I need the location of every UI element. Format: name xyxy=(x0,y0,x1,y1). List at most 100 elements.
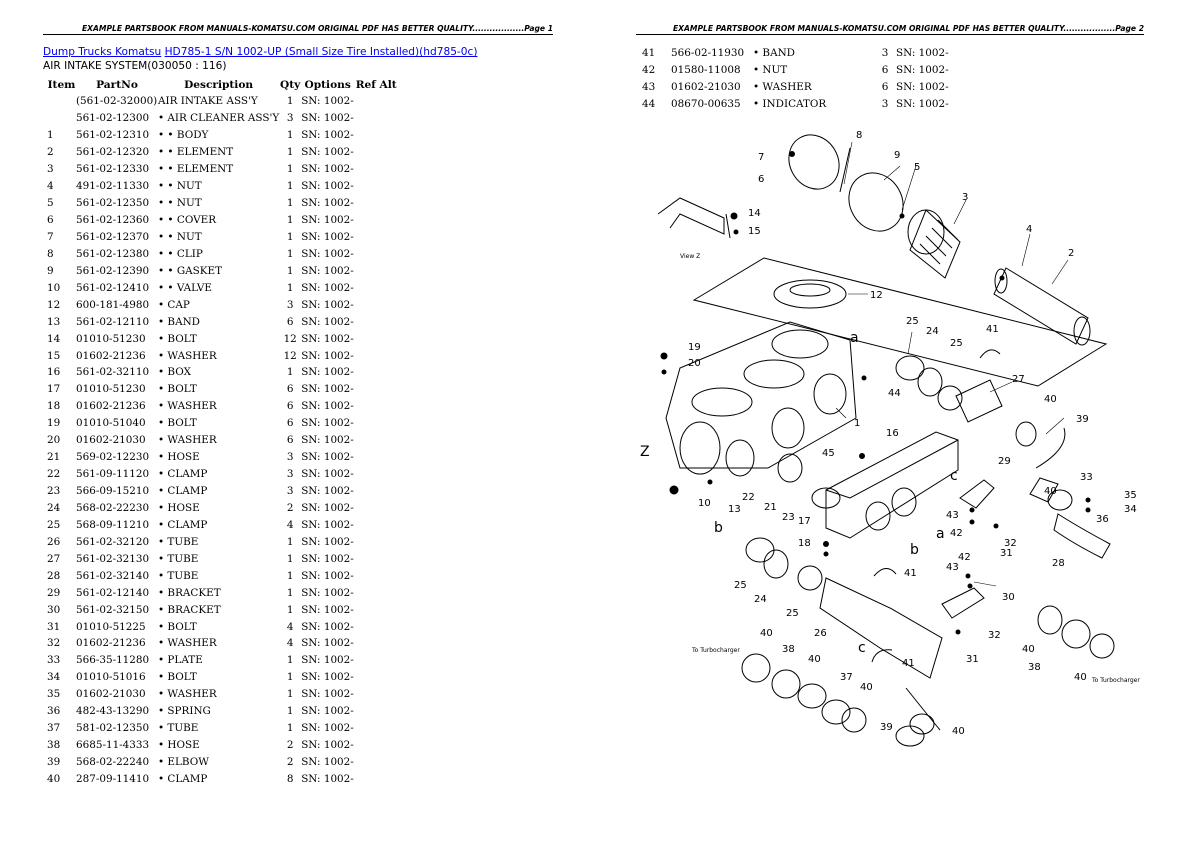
part-number-cell[interactable]: 561-02-32140 xyxy=(76,569,150,582)
breadcrumb-model-link[interactable]: HD785-1 S/N 1002-UP (Small Size Tire Ins… xyxy=(164,46,478,58)
part-number-cell[interactable]: 561-02-32120 xyxy=(76,535,150,548)
part-number-cell[interactable]: 568-02-22240 xyxy=(76,756,150,769)
quantity-cell: 6 xyxy=(881,64,889,77)
description-cell: • PLATE xyxy=(158,654,203,667)
item-number-cell: 1 xyxy=(47,129,54,142)
options-cell: SN: 1002- xyxy=(301,349,354,362)
part-number-cell[interactable]: 581-02-12350 xyxy=(76,722,150,735)
part-number-cell[interactable]: 568-02-22230 xyxy=(76,501,150,514)
item-number-cell: 42 xyxy=(642,64,656,77)
band-part xyxy=(871,649,893,663)
part-number-cell[interactable]: 568-09-11210 xyxy=(76,518,150,531)
part-number-cell[interactable]: 01602-21030 xyxy=(671,81,741,94)
part-number-cell[interactable]: 01010-51016 xyxy=(76,671,146,684)
options-cell: SN: 1002- xyxy=(301,671,354,684)
part-number-cell[interactable]: 569-02-12230 xyxy=(76,451,150,464)
quantity-cell: 1 xyxy=(286,281,294,294)
item-number-cell: 3 xyxy=(47,163,54,176)
part-number-cell[interactable]: 566-35-11280 xyxy=(76,654,150,667)
part-number-cell[interactable]: 01010-51225 xyxy=(76,620,146,633)
ref-alt-cell xyxy=(354,229,398,246)
section-title: AIR INTAKE SYSTEM(030050 : 116) xyxy=(43,60,227,72)
description-cell: • • BODY xyxy=(158,129,209,142)
options-cell: SN: 1002- xyxy=(301,298,354,311)
callout-label: 39 xyxy=(1076,414,1089,425)
part-number-cell[interactable]: 482-43-13290 xyxy=(76,705,150,718)
part-number-cell[interactable]: 01602-21236 xyxy=(76,349,146,362)
part-number-cell[interactable]: 08670-00635 xyxy=(671,98,741,111)
band-part xyxy=(979,349,1001,359)
part-number-cell[interactable]: 491-02-11330 xyxy=(76,180,150,193)
cover-part xyxy=(788,134,840,190)
quantity-cell: 1 xyxy=(286,552,294,565)
options-cell: SN: 1002- xyxy=(301,366,354,379)
part-number-cell[interactable]: 561-02-12310 xyxy=(76,129,150,142)
part-number-cell[interactable]: 561-02-32150 xyxy=(76,603,150,616)
part-number-cell[interactable]: 561-02-12140 xyxy=(76,586,150,599)
part-number-cell[interactable]: 01602-21236 xyxy=(76,400,146,413)
options-cell: SN: 1002- xyxy=(301,705,354,718)
part-number-cell[interactable]: 561-02-12380 xyxy=(76,247,150,260)
part-number-cell[interactable]: 561-02-12300 xyxy=(76,112,150,125)
options-cell: SN: 1002- xyxy=(301,434,354,447)
part-number-cell[interactable]: 01010-51040 xyxy=(76,417,146,430)
page-1: EXAMPLE PARTSBOOK FROM MANUALS-KOMATSU.C… xyxy=(43,24,553,72)
options-cell: SN: 1002- xyxy=(301,129,354,142)
callout-label: 19 xyxy=(688,342,701,353)
hose-part xyxy=(1061,619,1091,649)
quantity-cell: 1 xyxy=(286,535,294,548)
callout-label: 26 xyxy=(814,628,827,639)
part-number-cell[interactable]: 287-09-11410 xyxy=(76,772,150,785)
part-number-cell[interactable]: 01602-21030 xyxy=(76,434,146,447)
description-cell: • BOLT xyxy=(158,620,197,633)
options-cell: SN: 1002- xyxy=(896,47,949,60)
options-cell: SN: 1002- xyxy=(301,383,354,396)
callout-label: 22 xyxy=(742,492,755,503)
part-number-cell[interactable]: 561-09-11120 xyxy=(76,468,150,481)
column-header-partno: PartNo xyxy=(96,78,138,91)
options-cell: SN: 1002- xyxy=(896,81,949,94)
item-number-cell: 32 xyxy=(47,637,61,650)
part-number-cell[interactable]: 561-02-12350 xyxy=(76,197,150,210)
breadcrumb-category-link[interactable]: Dump Trucks Komatsu xyxy=(43,46,162,58)
part-number-cell[interactable]: 561-02-12370 xyxy=(76,230,150,243)
part-number-cell[interactable]: 561-02-12110 xyxy=(76,315,150,328)
item-number-cell: 31 xyxy=(47,620,61,633)
part-number-cell[interactable]: 561-02-12320 xyxy=(76,146,150,159)
view-z-marker: Z xyxy=(640,444,650,460)
part-number-cell[interactable]: 6685-11-4333 xyxy=(76,739,150,752)
description-cell: • CLAMP xyxy=(158,468,208,481)
part-number-cell[interactable]: 01580-11008 xyxy=(671,64,741,77)
ref-alt-cell xyxy=(354,533,398,550)
callout-label: 30 xyxy=(1002,592,1015,603)
quantity-cell: 12 xyxy=(283,332,297,345)
options-cell: SN: 1002- xyxy=(301,688,354,701)
part-number-cell[interactable]: 01602-21030 xyxy=(76,688,146,701)
column-header-qty: Qty xyxy=(280,78,301,91)
part-number-cell[interactable]: 600-181-4980 xyxy=(76,298,150,311)
callout-label: 25 xyxy=(950,338,963,349)
part-number-cell[interactable]: 561-02-12390 xyxy=(76,264,150,277)
part-number-cell[interactable]: 01010-51230 xyxy=(76,383,146,396)
part-number-cell[interactable]: (561-02-32000) xyxy=(76,95,158,108)
quantity-cell: 6 xyxy=(881,81,889,94)
part-number-cell[interactable]: 01602-21236 xyxy=(76,637,146,650)
part-number-cell[interactable]: 561-02-12410 xyxy=(76,281,150,294)
part-number-cell[interactable]: 566-02-11930 xyxy=(671,47,745,60)
part-number-cell[interactable]: 561-02-12360 xyxy=(76,214,150,227)
options-cell: SN: 1002- xyxy=(301,586,354,599)
part-number-cell[interactable]: 566-09-15210 xyxy=(76,485,150,498)
quantity-cell: 8 xyxy=(286,772,294,785)
part-number-cell[interactable]: 01010-51230 xyxy=(76,332,146,345)
part-number-cell[interactable]: 561-02-12330 xyxy=(76,163,150,176)
part-number-cell[interactable]: 561-02-32110 xyxy=(76,366,150,379)
part-number-cell[interactable]: 561-02-32130 xyxy=(76,552,150,565)
box-part xyxy=(825,431,959,539)
ref-alt-cell xyxy=(949,45,993,62)
